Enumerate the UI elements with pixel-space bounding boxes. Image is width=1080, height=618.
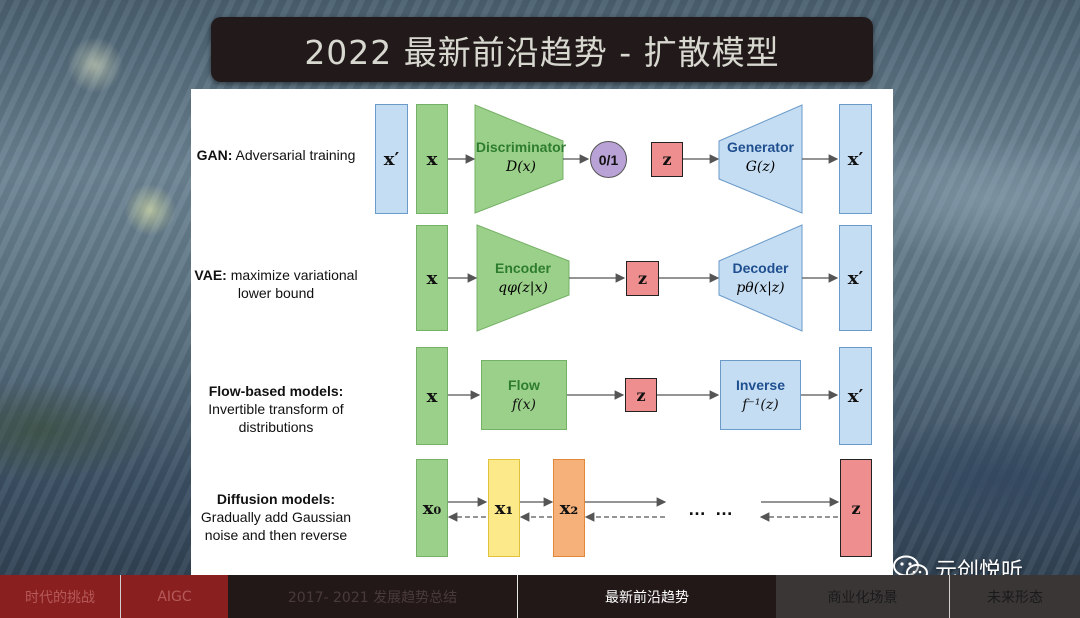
decoder-shape	[718, 224, 803, 332]
flow-block: Flow f(x)	[481, 360, 567, 430]
diagram-connectors	[447, 104, 840, 522]
encoder-shape	[476, 224, 570, 332]
gan-z-box: z	[651, 142, 683, 177]
decoder-label: Decoder pθ(x|z)	[732, 260, 789, 296]
discriminator-label: Discriminator D(x)	[475, 139, 567, 175]
diffusion-z-box: z	[840, 459, 872, 557]
diffusion-x1-box: x₁	[488, 459, 520, 557]
flow-block-name: Flow	[508, 377, 540, 393]
nav-item-challenges[interactable]: 时代的挑战	[0, 575, 121, 618]
gan-x-prime-input-box: x′	[375, 104, 408, 214]
inverse-block: Inverse f⁻¹(z)	[720, 360, 801, 430]
nav-item-2017-2021[interactable]: 2017- 2021 发展趋势总结	[228, 575, 518, 618]
vae-z-box: z	[626, 261, 659, 296]
bottom-nav: 时代的挑战 AIGC 2017- 2021 发展趋势总结 最新前沿趋势 商业化场…	[0, 575, 1080, 618]
flow-label: Flow-based models:Invertible transform o…	[208, 383, 344, 435]
title-bar: 2022 最新前沿趋势 - 扩散模型	[211, 17, 873, 82]
nav-item-commercial[interactable]: 商业化场景	[776, 575, 950, 618]
discriminator-shape	[474, 104, 564, 214]
gan-x-prime-output-box: x′	[839, 104, 872, 214]
vae-x-prime-box: x′	[839, 225, 872, 331]
nav-item-latest-trends[interactable]: 最新前沿趋势	[518, 575, 776, 618]
nav-item-future[interactable]: 未来形态	[950, 575, 1080, 618]
nav-item-aigc[interactable]: AIGC	[121, 575, 228, 618]
gan-x-box: x	[416, 104, 448, 214]
flow-z-box: z	[625, 378, 657, 412]
gan-label: GAN: Adversarial training	[196, 147, 356, 163]
flow-x-prime-box: x′	[839, 347, 872, 445]
diffusion-label: Diffusion models:Gradually add Gaussian …	[200, 491, 352, 543]
flow-block-formula: f(x)	[511, 397, 536, 413]
inverse-block-name: Inverse	[735, 377, 786, 393]
vae-x-box: x	[416, 225, 448, 331]
diffusion-ellipsis: … …	[688, 499, 736, 519]
inverse-block-formula: f⁻¹(z)	[742, 397, 779, 413]
encoder-label: Encoder qφ(z|x)	[494, 260, 551, 296]
diffusion-x2-box: x₂	[553, 459, 585, 557]
diffusion-x0-box: x₀	[416, 459, 448, 557]
generator-label: Generator G(z)	[727, 139, 794, 175]
page-title: 2022 最新前沿趋势 - 扩散模型	[304, 32, 780, 72]
generator-shape	[718, 104, 803, 214]
diagram-panel: GAN: Adversarial training VAE: maximize …	[191, 89, 893, 575]
vae-label: VAE: maximize variational lower bound	[194, 267, 358, 301]
flow-x-box: x	[416, 347, 448, 445]
real-fake-output-circle: 0/1	[590, 141, 627, 178]
